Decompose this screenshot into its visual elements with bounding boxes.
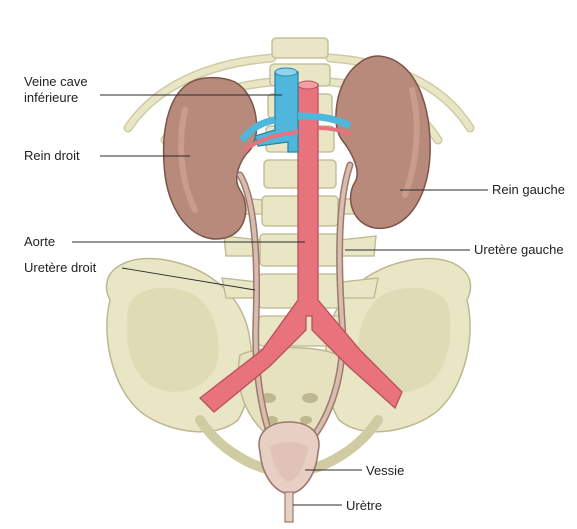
label-uretre: Urètre — [346, 498, 382, 513]
label-rein-droit: Rein droit — [24, 148, 80, 163]
left-kidney — [336, 56, 430, 228]
label-vessie: Vessie — [366, 463, 404, 478]
label-rein-gauche: Rein gauche — [492, 182, 565, 197]
right-kidney — [164, 78, 257, 239]
label-uretere-gauche: Uretère gauche — [474, 242, 564, 257]
label-uretere-droit: Uretère droit — [24, 260, 97, 275]
label-inferieure: inférieure — [24, 90, 78, 105]
label-aorte: Aorte — [24, 234, 55, 249]
label-veine-cave: Veine cave — [24, 74, 88, 89]
bladder — [259, 422, 319, 494]
urethra — [285, 492, 293, 522]
